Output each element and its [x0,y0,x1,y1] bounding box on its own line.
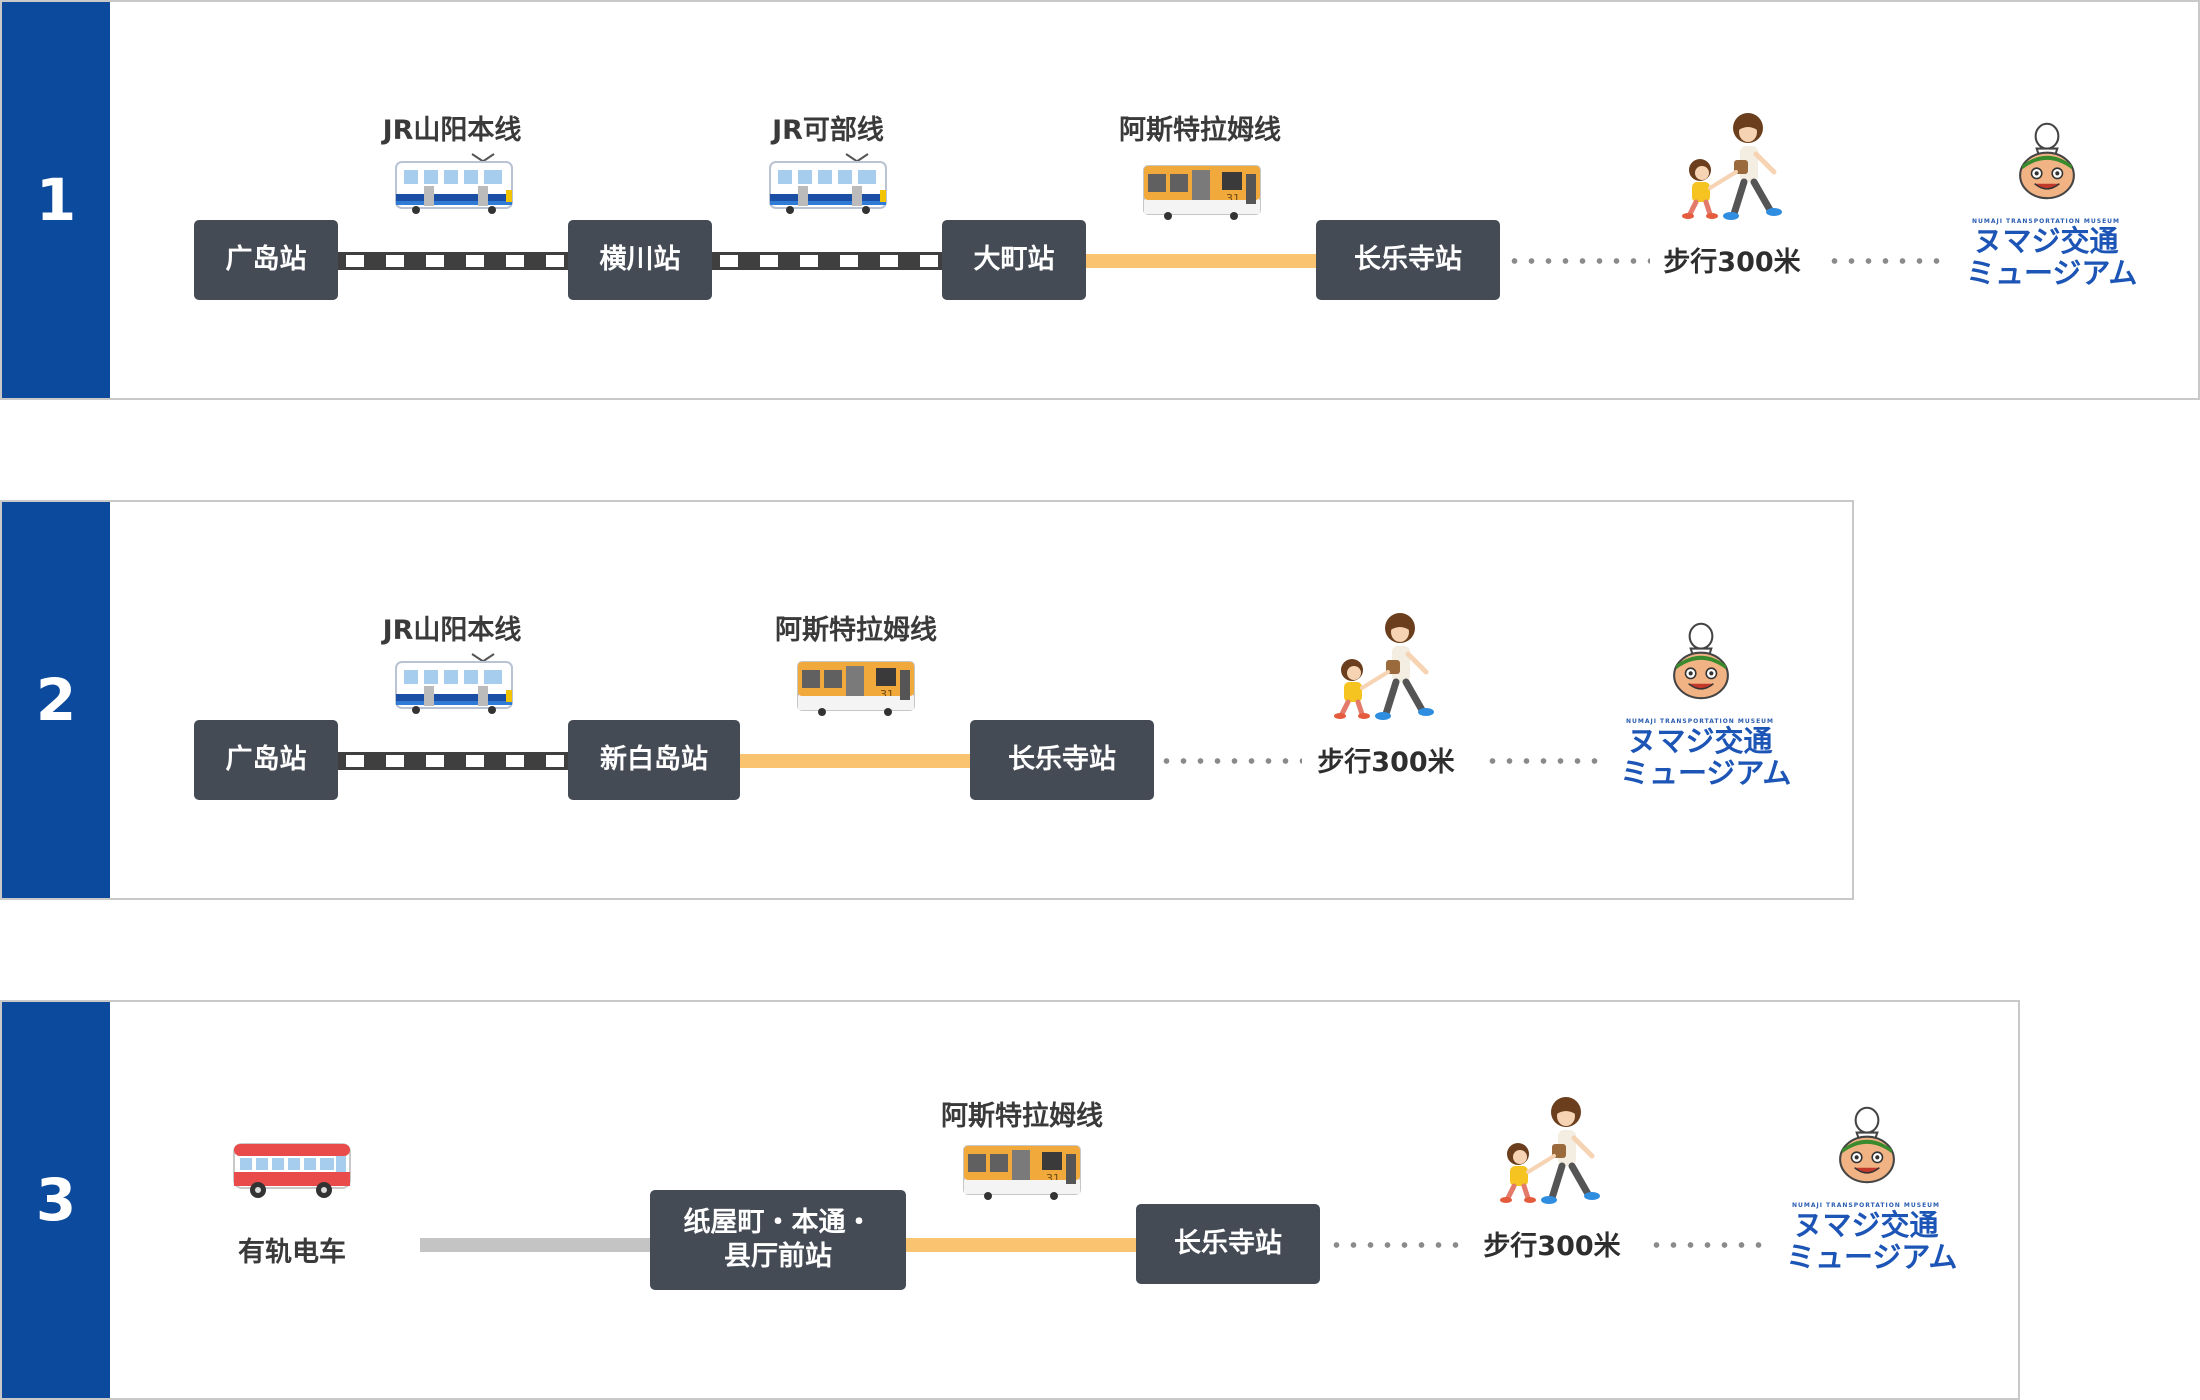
rail-segment [710,252,946,270]
museum-logo-tagline: NUMAJI TRANSPORTATION MUSEUM [1625,718,1775,725]
walk-dots [1158,758,1302,764]
station-kamiyacho-hondori-kencho-mae[interactable]: 纸屋町・本通・ 县厅前站 [650,1190,906,1290]
museum-logo[interactable]: NUMAJI TRANSPORTATION MUSEUM ヌマジ交通 ミュージア… [1620,718,1792,790]
station-chorakuji[interactable]: 长乐寺站 [1316,220,1500,300]
streetcar-label: 有轨电车 [238,1237,346,1268]
line-label-jr-sanyo: JR山阳本线 [382,115,522,146]
station-hiroshima[interactable]: 广岛站 [194,220,338,300]
station-hiroshima[interactable]: 广岛站 [194,720,338,800]
museum-logo-line2: ミュージアム [1966,256,2138,290]
streetcar-icon [233,1143,351,1199]
mascot-icon [1673,622,1729,700]
museum-logo-line2: ミュージアム [1620,756,1792,790]
walk-label: 步行300米 [1663,247,1801,278]
astram-train-icon [1143,165,1261,221]
astram-train-icon [797,661,915,717]
museum-logo[interactable]: NUMAJI TRANSPORTATION MUSEUM ヌマジ交通 ミュージア… [1966,218,2138,290]
walk-dots [1506,258,1650,264]
route-card-1: 1 JR山阳本线 JR可部线 阿斯特拉姆线 广岛站 横川站 大町站 长乐寺站 步… [0,0,2200,400]
station-yokogawa[interactable]: 横川站 [568,220,712,300]
walk-dots [1826,258,1948,264]
walk-dots [1328,1242,1464,1248]
station-omachi[interactable]: 大町站 [942,220,1086,300]
station-chorakuji[interactable]: 长乐寺站 [970,720,1154,800]
rail-segment [336,752,572,770]
line-label-astram: 阿斯特拉姆线 [941,1101,1103,1132]
route-card-2: 2 JR山阳本线 阿斯特拉姆线 广岛站 新白岛站 长乐寺站 步行300米 NUM… [0,500,1854,900]
walk-dots [1648,1242,1770,1248]
museum-logo[interactable]: NUMAJI TRANSPORTATION MUSEUM ヌマジ交通 ミュージア… [1786,1202,1958,1274]
walk-dots [1484,758,1606,764]
route-number: 1 [2,2,110,398]
route-number: 2 [2,502,110,898]
station-shin-hakushima[interactable]: 新白岛站 [568,720,740,800]
walk-label: 步行300米 [1317,747,1455,778]
museum-logo-line2: ミュージアム [1786,1240,1958,1274]
astram-segment [1084,254,1320,268]
museum-logo-line1: ヌマジ交通 [1973,224,2119,258]
route-card-3: 3 有轨电车 阿斯特拉姆线 纸屋町・本通・ 县厅前站 长乐寺站 步行300米 N… [0,1000,2020,1400]
walking-family-icon [1676,110,1790,222]
astram-segment [904,1238,1140,1252]
line-label-astram: 阿斯特拉姆线 [1119,115,1281,146]
jr-train-icon [395,153,513,215]
museum-logo-line1: ヌマジ交通 [1627,724,1773,758]
jr-train-icon [395,653,513,715]
astram-train-icon [963,1145,1081,1201]
station-chorakuji[interactable]: 长乐寺站 [1136,1204,1320,1284]
line-label-jr-kabe: JR可部线 [772,115,884,146]
walk-label: 步行300米 [1483,1231,1621,1262]
rail-segment [336,252,572,270]
station-name-line2: 县厅前站 [724,1241,832,1272]
mascot-icon [2019,122,2075,200]
mascot-icon [1839,1106,1895,1184]
museum-logo-tagline: NUMAJI TRANSPORTATION MUSEUM [1791,1202,1941,1209]
route-number: 3 [2,1002,110,1398]
museum-logo-tagline: NUMAJI TRANSPORTATION MUSEUM [1971,218,2121,225]
streetcar-segment [420,1238,652,1252]
walking-family-icon [1328,610,1442,722]
museum-logo-line1: ヌマジ交通 [1793,1208,1939,1242]
astram-segment [738,754,974,768]
line-label-astram: 阿斯特拉姆线 [775,615,937,646]
walking-family-icon [1494,1094,1608,1206]
line-label-jr-sanyo: JR山阳本线 [382,615,522,646]
station-name-line1: 纸屋町・本通・ [683,1207,873,1238]
jr-train-icon [769,153,887,215]
